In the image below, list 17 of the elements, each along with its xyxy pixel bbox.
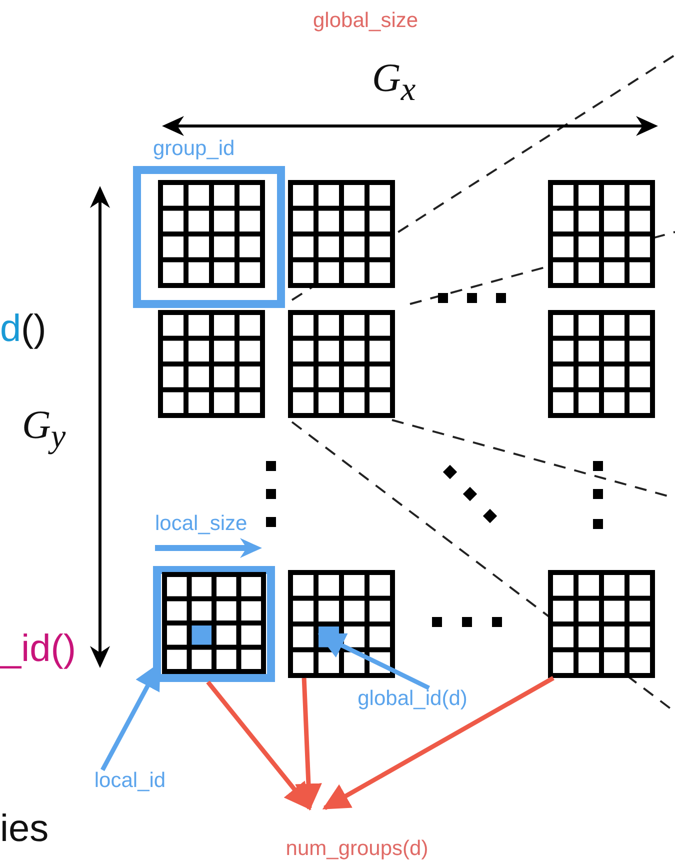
annotation-label: global_id(d) bbox=[330, 688, 495, 716]
arrow bbox=[206, 680, 312, 810]
text-fragment: ies bbox=[0, 810, 49, 848]
frame-heading: group_id bbox=[153, 138, 235, 159]
arrow bbox=[295, 678, 322, 811]
axis-label: global_size bbox=[313, 10, 418, 31]
arrow bbox=[322, 676, 554, 810]
function-name-fragment: d bbox=[0, 310, 22, 348]
arrow bbox=[318, 632, 430, 690]
axis-label: G$_{x}$ bbox=[372, 58, 416, 106]
highlight-frame bbox=[153, 566, 275, 682]
annotation-label: local_id bbox=[75, 770, 185, 800]
function-name-fragment: () bbox=[21, 310, 46, 348]
axis-label: G$_{y}$ bbox=[22, 405, 66, 454]
annotation-label: num_groups(d) bbox=[262, 808, 452, 863]
axis-label: local_size bbox=[155, 513, 248, 534]
highlight-frame bbox=[133, 138, 285, 308]
